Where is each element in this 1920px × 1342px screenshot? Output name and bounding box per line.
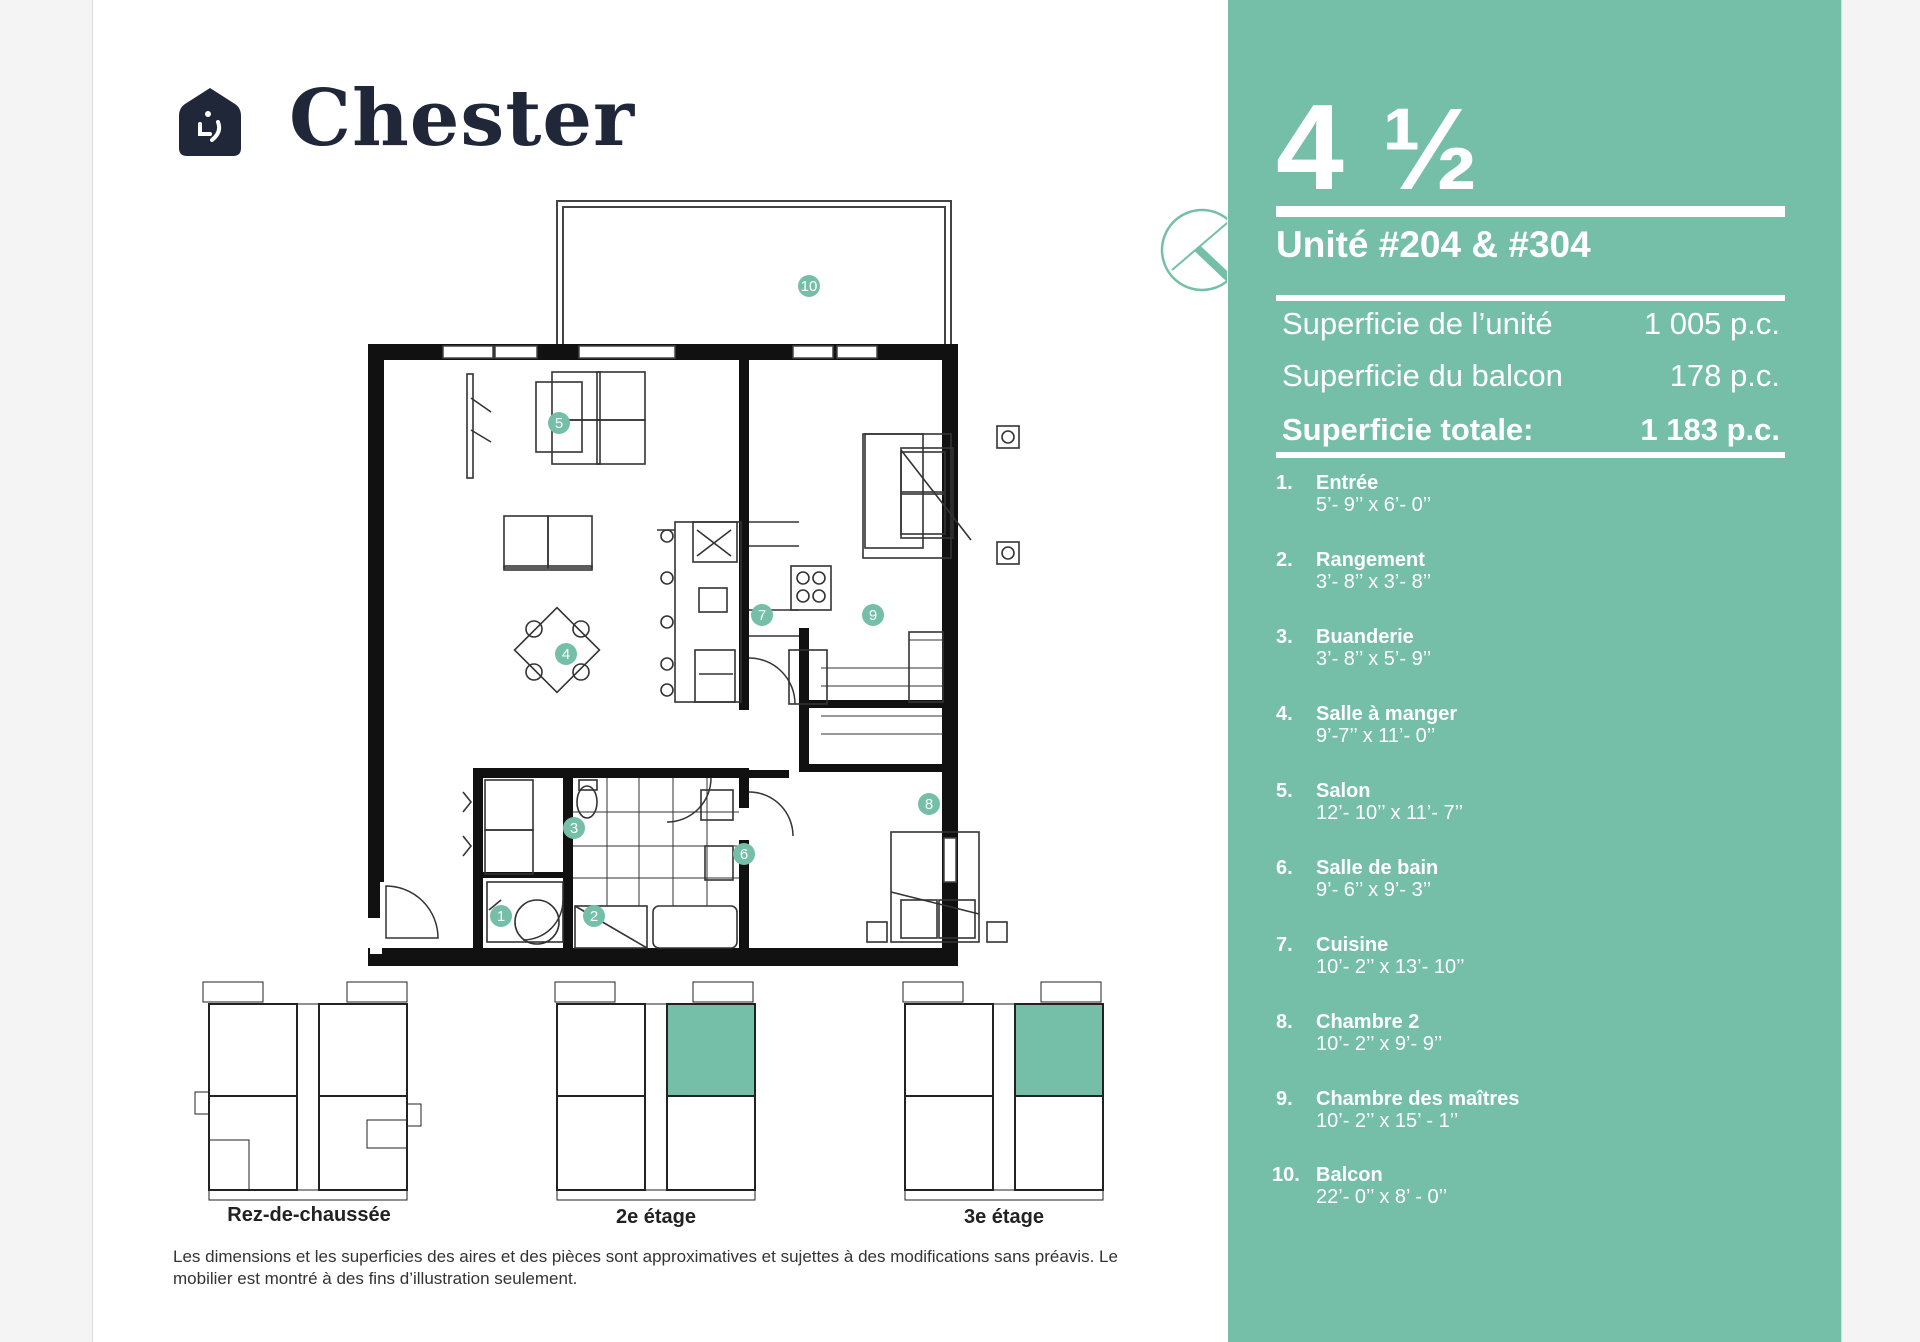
room-badges: 10 5 4 7 9 8 6 3 2 1: [490, 275, 940, 927]
house-logo-icon: [179, 88, 241, 156]
area-row-total: Superficie totale: 1 183 p.c.: [1276, 412, 1786, 448]
furniture: [462, 371, 1020, 949]
divider-bottom: [1276, 452, 1785, 458]
disclaimer-note: Les dimensions et les superficies des ai…: [173, 1247, 1118, 1288]
unit-type: 4 ½: [1276, 86, 1481, 208]
room-badge-7: 7: [758, 607, 766, 624]
room-name: Cuisine: [1316, 934, 1389, 956]
area-row-balcony: Superficie du balcon 178 p.c.: [1276, 358, 1786, 394]
room-badge-5: 5: [555, 415, 563, 432]
mini-plan-3rd: [902, 981, 1104, 1201]
room-name: Salon: [1316, 780, 1371, 802]
area-label: Superficie totale:: [1282, 412, 1534, 447]
door-swings: [385, 657, 796, 941]
room-badge-8: 8: [925, 796, 933, 813]
room-name: Entrée: [1316, 472, 1379, 494]
room-badge-9: 9: [869, 607, 877, 624]
room-badge-4: 4: [562, 646, 570, 663]
room-dimensions: 3’- 8’’ x 3’- 8’’: [1316, 571, 1432, 593]
room-dimensions: 22’- 0’’ x 8’ - 0’’: [1316, 1186, 1448, 1208]
floor-plan-drawing: 10 5 4 7 9 8 6 3 2 1 N: [194, 200, 1227, 1201]
area-row-unit: Superficie de l’unité 1 005 p.c.: [1276, 306, 1786, 342]
room-name: Chambre 2: [1316, 1011, 1420, 1033]
unit-type-fraction: ½: [1381, 84, 1481, 214]
room-dimensions: 3’- 8’’ x 5’- 9’’: [1316, 648, 1432, 670]
plan-section: Chester: [93, 0, 1227, 1342]
floor-label-ground: Rez-de-chaussée: [227, 1204, 391, 1226]
room-number: 2.: [1276, 549, 1293, 571]
document-page: Chester: [92, 0, 1842, 1342]
floor-label-3rd: 3e étage: [963, 1206, 1045, 1228]
north-compass-icon: N: [1160, 208, 1227, 292]
windows: [370, 345, 957, 954]
area-value: 1 183 p.c.: [1640, 412, 1780, 447]
room-number: 9.: [1276, 1088, 1293, 1110]
area-label: Superficie de l’unité: [1282, 306, 1553, 341]
area-value: 178 p.c.: [1669, 358, 1780, 393]
room-dimensions: 10’- 2’’ x 9’- 9’’: [1316, 1033, 1443, 1055]
brand-name: Chester: [289, 73, 636, 164]
room-name: Chambre des maîtres: [1316, 1088, 1520, 1110]
divider-middle: [1276, 295, 1785, 301]
room-number: 6.: [1276, 857, 1293, 879]
room-number: 4.: [1276, 703, 1293, 725]
floor-label-2nd: 2e étage: [615, 1206, 697, 1228]
unit-type-whole: 4: [1276, 79, 1346, 215]
area-label: Superficie du balcon: [1282, 358, 1563, 393]
room-number: 7.: [1276, 934, 1293, 956]
room-badge-6: 6: [740, 846, 748, 863]
mini-plan-2nd: [554, 981, 756, 1201]
balcony-outline: [556, 200, 952, 346]
room-name: Balcon: [1316, 1164, 1383, 1186]
room-dimensions: 10’- 2’’ x 13’- 10’’: [1316, 956, 1465, 978]
room-name: Rangement: [1316, 549, 1425, 571]
unit-title: Unité #204 & #304: [1276, 224, 1591, 265]
room-dimensions: 10’- 2’’ x 15’ - 1’’: [1316, 1110, 1459, 1132]
exterior-walls: [368, 344, 958, 966]
room-badge-1: 1: [497, 908, 505, 925]
area-value: 1 005 p.c.: [1643, 306, 1780, 341]
room-dimensions: 5’- 9’’ x 6’- 0’’: [1316, 494, 1432, 516]
room-name: Buanderie: [1316, 626, 1414, 648]
divider-top: [1276, 206, 1785, 217]
room-number: 10.: [1272, 1164, 1300, 1186]
interior-walls: [473, 360, 949, 948]
room-name: Salle de bain: [1316, 857, 1439, 879]
room-number: 1.: [1276, 472, 1293, 494]
room-badge-3: 3: [570, 820, 578, 837]
room-dimensions: 12’- 10’’ x 11’- 7’’: [1316, 802, 1464, 824]
room-badge-10: 10: [801, 278, 818, 295]
mini-plan-ground: [194, 981, 422, 1201]
room-number: 5.: [1276, 780, 1293, 802]
room-dimensions: 9’- 6’’ x 9’- 3’’: [1316, 879, 1432, 901]
room-name: Salle à manger: [1316, 703, 1458, 725]
room-number: 3.: [1276, 626, 1293, 648]
unit-info-panel: 4 ½ Unité #204 & #304 Superficie de l’un…: [1228, 0, 1841, 1342]
room-badge-2: 2: [590, 908, 598, 925]
room-number: 8.: [1276, 1011, 1293, 1033]
room-dimensions: 9’-7’’ x 11’- 0’’: [1316, 725, 1436, 747]
